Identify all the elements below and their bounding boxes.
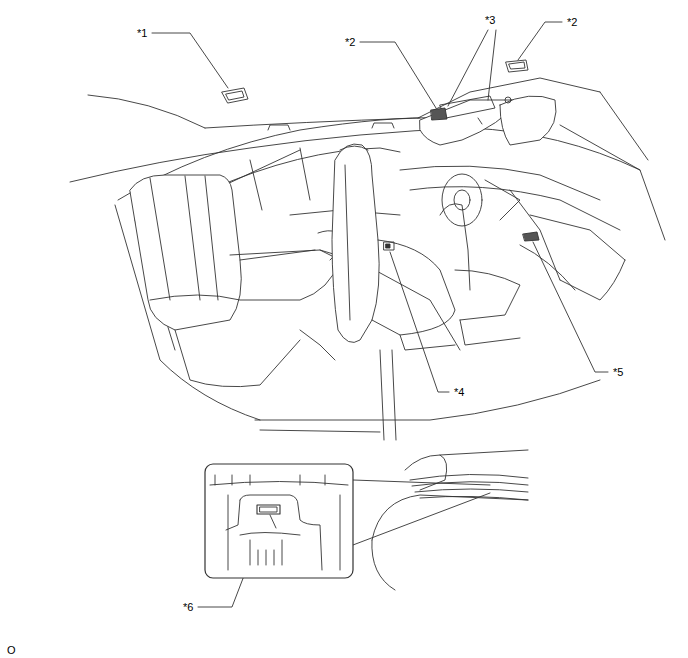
figure-mark: O [6,644,17,656]
callout-number: *2 [344,36,356,48]
callout-number: *4 [453,386,465,398]
callout-number: *1 [136,27,148,39]
callout-number: *3 [484,14,496,26]
callout-number: *2 [566,16,578,28]
callout-number: *5 [612,366,624,378]
callout-number: *6 [182,601,194,613]
